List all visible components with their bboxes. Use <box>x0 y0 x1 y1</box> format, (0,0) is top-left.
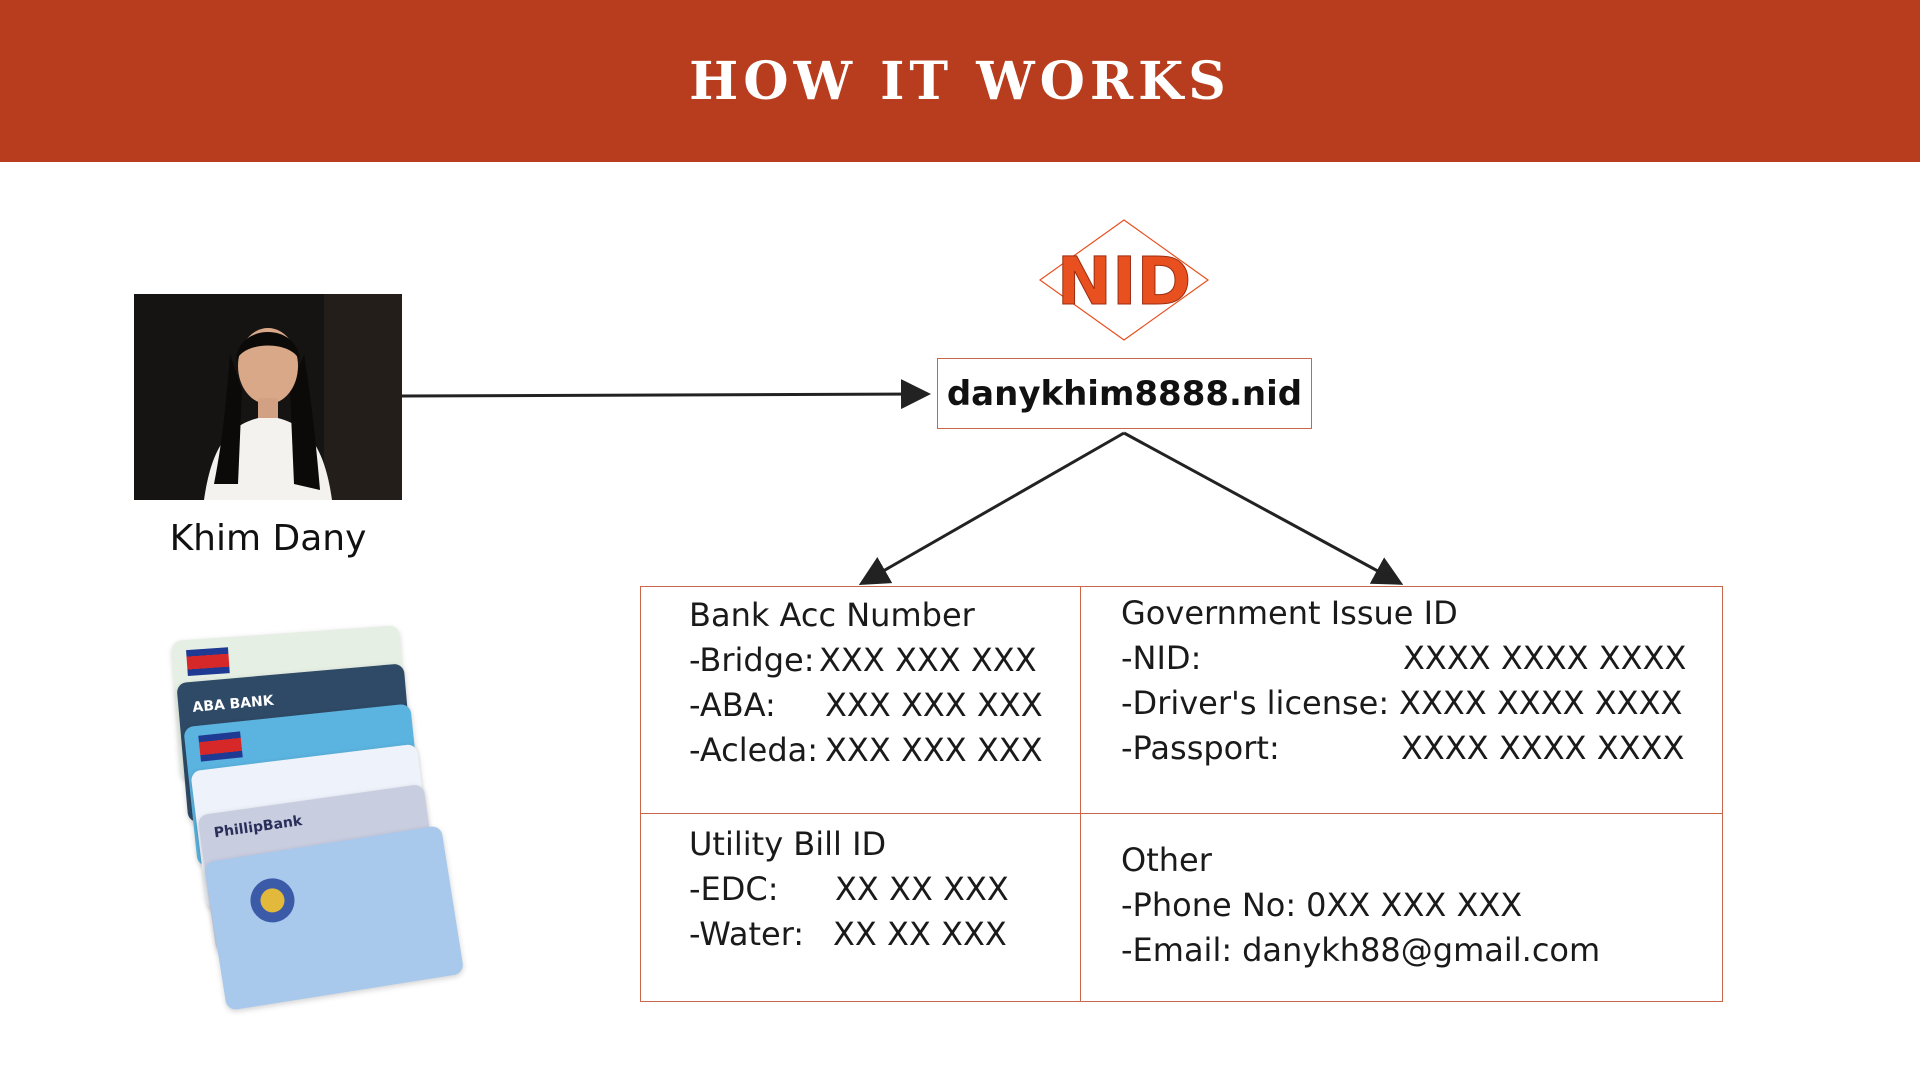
nid-logo: NID <box>1038 219 1210 341</box>
row-label: -Driver's license: <box>1121 684 1390 722</box>
row-label: -Bridge: <box>689 641 815 679</box>
bank-row-acleda: -Acleda: XXX XXX XXX <box>689 728 1043 773</box>
bank-row-aba: -ABA: XXX XXX XXX <box>689 683 1043 728</box>
row-value: XX XX XXX <box>835 870 1009 908</box>
bank-section: Bank Acc Number -Bridge: XXX XXX XXX -AB… <box>641 587 1081 814</box>
page-title: HOW IT WORKS <box>689 50 1231 112</box>
header-banner: HOW IT WORKS <box>0 0 1920 162</box>
row-label: -Email: <box>1121 931 1233 969</box>
arrow-handle-to-government <box>1123 431 1404 585</box>
utility-row-water: -Water: XX XX XXX <box>689 912 1009 957</box>
row-label: -Acleda: <box>689 731 819 769</box>
row-value: XXXX XXXX XXXX <box>1403 639 1687 677</box>
blue-id-card <box>203 825 465 1011</box>
utility-title: Utility Bill ID <box>689 825 887 863</box>
other-section: Other -Phone No: 0XX XXX XXX -Email: dan… <box>1081 814 1722 1001</box>
gov-row-passport: -Passport: XXXX XXXX XXXX <box>1121 726 1686 771</box>
utility-row-edc: -EDC: XX XX XXX <box>689 867 1009 912</box>
government-title: Government Issue ID <box>1121 594 1458 632</box>
row-label: -Passport: <box>1121 729 1280 767</box>
emblem-icon <box>250 878 295 923</box>
id-cards-stack: ABA BANK PhillipBank <box>170 625 510 1015</box>
other-row-phone: -Phone No: 0XX XXX XXX <box>1121 883 1600 928</box>
row-label: -Water: <box>689 915 805 953</box>
row-value: XXXX XXXX XXXX <box>1401 729 1685 767</box>
row-label: -Phone No: <box>1121 886 1297 924</box>
bank-row-bridge: -Bridge: XXX XXX XXX <box>689 638 1043 683</box>
gov-row-nid: -NID: XXXX XXXX XXXX <box>1121 636 1686 681</box>
nid-logo-text: NID <box>1057 243 1192 320</box>
arrow-handle-to-bank <box>858 431 1125 585</box>
row-label: -NID: <box>1121 639 1202 677</box>
gov-row-drivers-license: -Driver's license: XXXX XXXX XXXX <box>1121 681 1686 726</box>
row-value: XX XX XXX <box>833 915 1007 953</box>
row-value: 0XX XXX XXX <box>1306 886 1523 924</box>
person-illustration <box>134 294 402 500</box>
row-label: -EDC: <box>689 870 779 908</box>
government-section: Government Issue ID -NID: XXXX XXXX XXXX… <box>1081 587 1722 814</box>
row-value: XXXX XXXX XXXX <box>1399 684 1683 722</box>
bank-title: Bank Acc Number <box>689 596 975 634</box>
other-title: Other <box>1121 841 1212 879</box>
row-value: danykh88@gmail.com <box>1242 931 1601 969</box>
row-value: XXX XXX XXX <box>825 731 1043 769</box>
row-label: -ABA: <box>689 686 776 724</box>
row-value: XXX XXX XXX <box>825 686 1043 724</box>
arrow-person-to-handle <box>401 379 931 410</box>
nid-handle: danykhim8888.nid <box>946 373 1303 414</box>
row-value: XXX XXX XXX <box>819 641 1037 679</box>
other-row-email: -Email: danykh88@gmail.com <box>1121 928 1600 973</box>
info-grid: Bank Acc Number -Bridge: XXX XXX XXX -AB… <box>640 586 1723 1002</box>
utility-section: Utility Bill ID -EDC: XX XX XXX -Water: … <box>641 814 1081 1001</box>
nid-handle-box: danykhim8888.nid <box>937 358 1312 429</box>
profile-photo <box>134 294 402 500</box>
person-name: Khim Dany <box>169 518 367 559</box>
